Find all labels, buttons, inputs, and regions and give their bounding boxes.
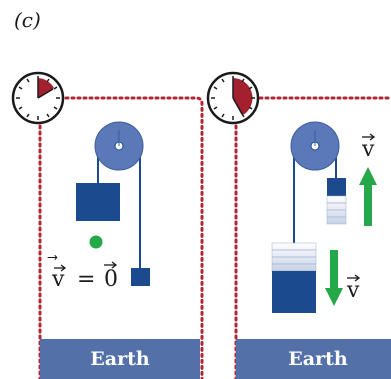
velocity-up-arrow (359, 167, 377, 226)
clock-icon-1 (11, 71, 65, 125)
svg-text:v: v (361, 137, 375, 162)
panel-2-frame (234, 96, 391, 379)
svg-text:⃗: ⃗ (47, 255, 58, 260)
velocity-up-label: v (361, 133, 376, 162)
light-block-1 (131, 268, 150, 286)
earth-ground-2 (236, 339, 391, 379)
earth-label-1: Earth (90, 348, 150, 370)
svg-text:v: v (346, 278, 360, 303)
panel-1: Earth v ⃗ = 0 (11, 71, 204, 379)
heavy-block-2 (271, 242, 317, 313)
svg-text:v: v (51, 267, 65, 292)
pulley-1 (94, 121, 144, 171)
svg-text:0: 0 (104, 267, 118, 292)
earth-ground-1 (40, 339, 200, 379)
pulley-2 (290, 121, 340, 171)
light-block-2 (326, 178, 347, 225)
velocity-zero-label: v ⃗ = 0 (47, 255, 118, 292)
velocity-down-label: v (346, 274, 361, 303)
panel-2: Earth (206, 71, 391, 379)
earth-label-2: Earth (288, 348, 348, 370)
panel-label: (c) (14, 8, 41, 32)
heavy-block-1 (76, 183, 120, 221)
svg-text:=: = (77, 267, 95, 292)
panel-1-frame (38, 96, 204, 379)
clock-icon-2 (206, 71, 260, 125)
reference-dot (89, 235, 103, 249)
velocity-down-arrow (325, 250, 343, 306)
